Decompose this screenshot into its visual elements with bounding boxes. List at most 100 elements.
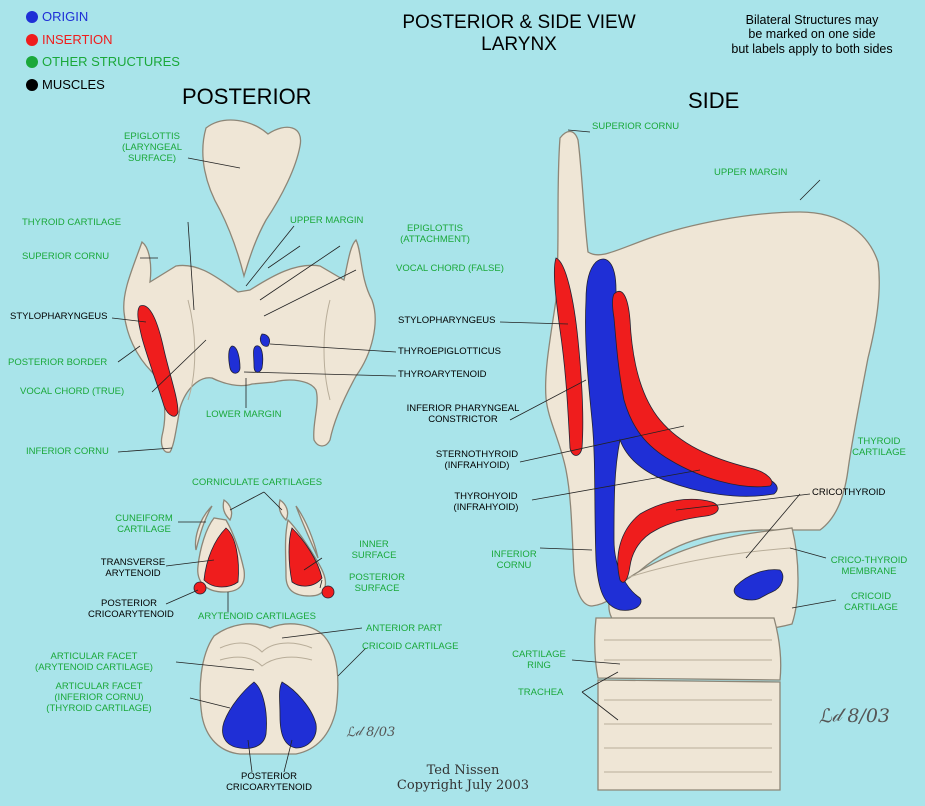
page-title: POSTERIOR & SIDE VIEW LARYNX [354,12,684,56]
credit: Ted Nissen Copyright July 2003 [380,763,546,794]
label-line: (ATTACHMENT) [400,233,470,245]
cuneiform-left [194,505,213,551]
label-articular-facet-inferior: ARTICULAR FACET (INFERIOR CORNU) (THYROI… [34,681,164,715]
label-inner-surface: INNER SURFACE [344,539,404,562]
label-line: CRICOARYTENOID [88,608,174,620]
label-transverse-arytenoid: TRANSVERSE ARYTENOID [100,557,166,580]
label-line: MEMBRANE [841,565,897,577]
label-inferior-pharyngeal-constrictor: INFERIOR PHARYNGEAL CONSTRICTOR [398,403,528,426]
label-posterior-border: POSTERIOR BORDER [8,357,108,368]
label-corniculate-cartilages: CORNICULATE CARTILAGES [192,477,323,488]
cartilage-ring [594,617,782,681]
label-line: CARTILAGE [844,601,898,613]
sternothyroid-insertion [617,498,719,583]
label-line: CRICOARYTENOID [226,781,312,793]
label-line: POSTERIOR [101,598,157,609]
label-inferior-cornu-side: INFERIOR CORNU [484,549,544,572]
label-epiglottis-attachment: EPIGLOTTIS (ATTACHMENT) [392,223,478,246]
cricoid-cartilage-posterior [199,623,339,755]
label-line: EPIGLOTTIS [407,223,463,234]
label-line: CARTILAGE [117,523,171,535]
label-stylopharyngeus-posterior: STYLOPHARYNGEUS [10,311,108,322]
label-cricoid-cartilage-posterior: CRICOID CARTILAGE [362,641,459,652]
cuneiform-right [295,505,319,559]
label-line: THYROID [857,436,901,447]
label-anterior-part: ANTERIOR PART [366,623,443,634]
label-line: CORNU [496,559,532,571]
thyroarytenoid-origin-left [228,345,241,374]
label-line: (ARYTENOID CARTILAGE) [35,661,153,673]
label-posterior-surface: POSTERIOR SURFACE [344,572,410,595]
muscles-swatch-icon [26,79,38,92]
heading-side: SIDE [688,88,740,113]
legend-origin-label: ORIGIN [42,9,89,24]
legend-muscles: MUSCLES [26,77,105,93]
label-cartilage-ring: CARTILAGE RING [506,649,572,672]
label-cuneiform-cartilage: CUNEIFORM CARTILAGE [112,513,176,536]
label-line: ARTICULAR FACET [55,681,143,692]
label-thyroarytenoid: THYROARYTENOID [398,369,487,380]
title-line-1: POSTERIOR & SIDE VIEW [402,12,636,33]
label-thyroid-cartilage-side: THYROID CARTILAGE [846,436,912,459]
legend-origin: ORIGIN [26,9,89,25]
thyrohyoid-insertion [612,290,773,488]
thyroid-cartilage-side [544,130,880,607]
signature-date-right: 8/03 [847,705,890,727]
signature-date-left: 8/03 [366,725,396,740]
credit-author: Ted Nissen [426,763,500,778]
note-line-1: Bilateral Structures may [745,13,879,27]
corniculate-left [222,498,233,522]
label-line: THYROHYOID [454,491,518,502]
cricothyroid-origin [733,569,784,601]
label-stylopharyngeus-side: STYLOPHARYNGEUS [398,315,496,326]
posterior-cricoarytenoid-right [279,681,317,749]
legend-other: OTHER STRUCTURES [26,54,180,70]
label-line: (INFERIOR CORNU) [54,691,144,703]
label-vocal-chord-false: VOCAL CHORD (FALSE) [396,263,504,274]
label-thyroepiglotticus: THYROEPIGLOTTICUS [398,346,501,357]
label-line: INFERIOR [491,549,537,560]
label-line: SURFACE [354,582,400,594]
label-line: SURFACE [351,549,397,561]
posterior-cricoarytenoid-insertion-right [321,585,335,599]
origin-swatch-icon [26,11,38,24]
label-crico-thyroid-membrane: CRICO-THYROID MEMBRANE [828,555,910,578]
note-line-3: but labels apply to both sides [731,41,893,56]
label-line: (INFRAHYOID) [453,501,519,513]
label-articular-facet-arytenoid: ARTICULAR FACET (ARYTENOID CARTILAGE) [24,651,164,674]
posterior-cricoarytenoid-left [222,681,267,749]
transverse-arytenoid-left [203,527,239,588]
corniculate-right [278,498,289,522]
note-line-2: be marked on one side [748,27,876,42]
label-cricothyroid: CRICOTHYROID [812,487,886,498]
label-line: (LARYNGEAL [121,141,182,153]
label-upper-margin-side: UPPER MARGIN [714,167,788,178]
bilateral-note: Bilateral Structures may be marked on on… [712,13,912,56]
label-line: EPIGLOTTIS [124,131,180,142]
label-epiglottis-laryngeal: EPIGLOTTIS (LARYNGEAL SURFACE) [112,131,192,165]
thyroepiglotticus-origin [260,333,270,347]
label-line: POSTERIOR [349,572,405,583]
legend-muscles-label: MUSCLES [42,77,105,92]
label-line: CRICO-THYROID [830,555,908,566]
label-line: POSTERIOR [241,771,297,782]
insertion-swatch-icon [26,34,38,47]
label-line: CONSTRICTOR [428,413,498,425]
label-line: (INFRAHYOID) [444,459,510,471]
label-sternothyroid: STERNOTHYROID (INFRAHYOID) [432,449,522,472]
label-thyrohyoid: THYROHYOID (INFRAHYOID) [446,491,526,514]
epiglottis-shape [202,119,302,279]
label-inferior-cornu-posterior: INFERIOR CORNU [26,446,109,457]
label-line: CARTILAGE [852,446,906,458]
label-vocal-chord-true: VOCAL CHORD (TRUE) [20,386,125,397]
label-line: RING [527,659,551,671]
label-line: STERNOTHYROID [435,449,519,460]
label-arytenoid-cartilages: ARYTENOID CARTILAGES [198,611,316,622]
signature-right: ℒ𝒹 8/03 [816,703,890,729]
label-trachea: TRACHEA [518,687,564,698]
thyroarytenoid-origin-right [253,345,264,373]
label-posterior-cricoarytenoid-small: POSTERIOR CRICOARYTENOID [88,598,174,621]
legend-insertion: INSERTION [26,32,113,48]
label-line: INFERIOR PHARYNGEAL [406,403,520,414]
label-line: (THYROID CARTILAGE) [46,702,152,714]
